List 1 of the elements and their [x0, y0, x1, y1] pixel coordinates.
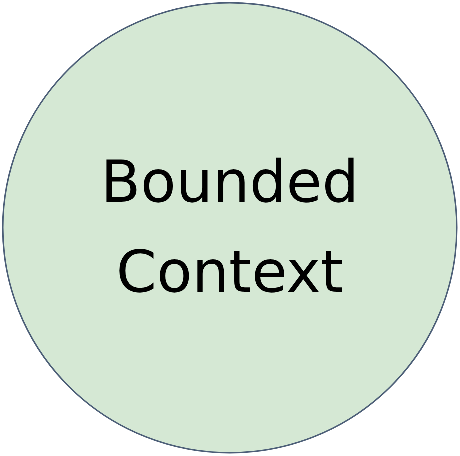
node-label: Bounded Context — [100, 147, 360, 308]
